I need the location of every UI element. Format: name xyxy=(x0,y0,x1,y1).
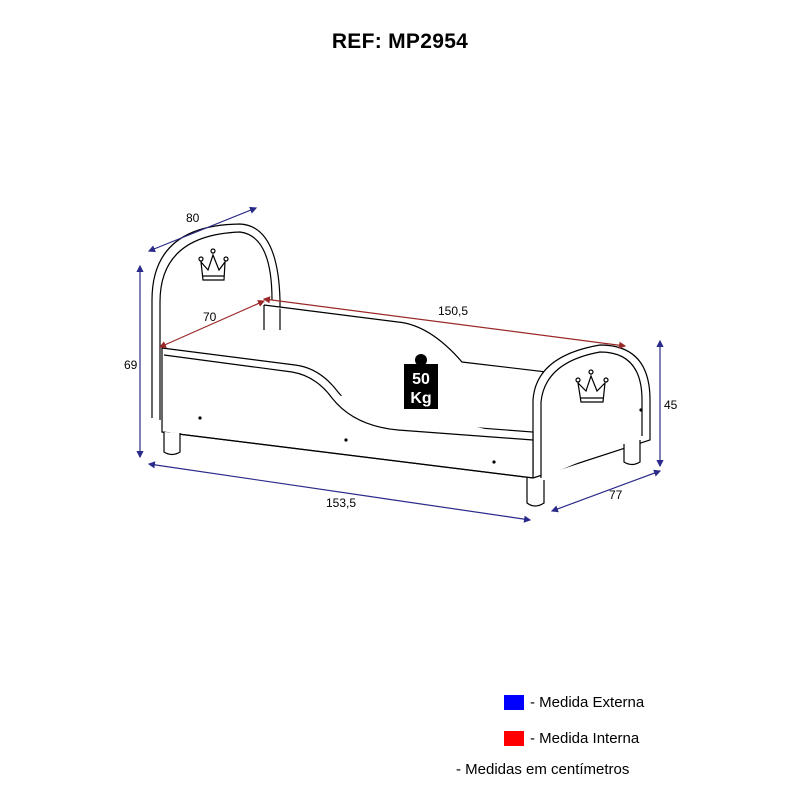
dim-height-total: 69 xyxy=(124,358,138,372)
external-dimensions xyxy=(136,206,664,523)
dim-inner-length: 150,5 xyxy=(438,304,468,318)
internal-dimensions xyxy=(158,296,627,349)
weight-badge: 50 Kg xyxy=(404,354,438,409)
weight-unit: Kg xyxy=(410,390,431,407)
dim-outer-length: 153,5 xyxy=(326,496,356,510)
crown-icon xyxy=(575,369,609,403)
weight-value: 50 xyxy=(412,371,430,388)
dim-height-foot: 45 xyxy=(664,398,678,412)
front-rail xyxy=(161,347,534,479)
reference-title: REF: MP2954 xyxy=(331,30,469,53)
crown-icon xyxy=(198,248,229,281)
dim-inner-width: 70 xyxy=(203,310,217,324)
dim-width-head: 80 xyxy=(186,211,200,225)
dim-width-foot: 77 xyxy=(609,488,623,502)
